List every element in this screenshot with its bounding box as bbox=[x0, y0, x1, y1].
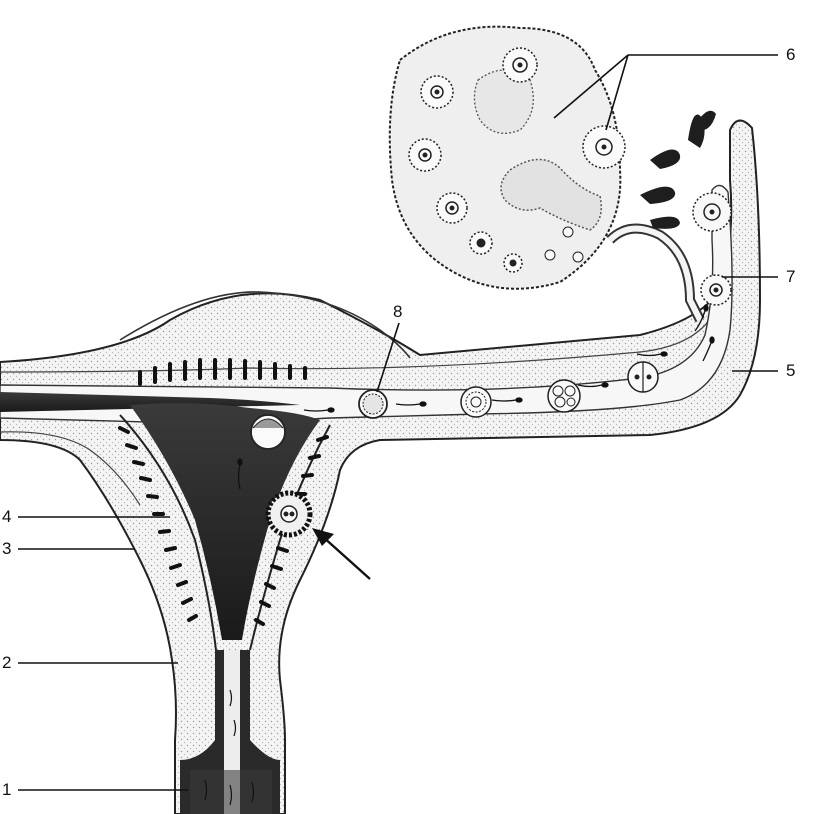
follicle bbox=[470, 232, 492, 254]
label-5: 5 bbox=[786, 362, 795, 379]
blastocyst bbox=[251, 415, 285, 449]
follicle bbox=[504, 254, 522, 272]
follicle bbox=[503, 48, 537, 82]
label-4: 4 bbox=[2, 508, 11, 525]
leader-line-6c bbox=[606, 55, 628, 130]
morula bbox=[461, 387, 491, 417]
follicle bbox=[421, 76, 453, 108]
tube-lumen bbox=[0, 185, 732, 425]
implanting-blastocyst bbox=[268, 493, 310, 535]
follicle bbox=[583, 126, 625, 168]
label-6: 6 bbox=[786, 46, 795, 63]
two-cell-stage bbox=[628, 362, 658, 392]
label-8: 8 bbox=[393, 303, 402, 320]
label-2: 2 bbox=[2, 654, 11, 671]
uterus-outer-wall bbox=[0, 120, 760, 814]
implantation-arrow bbox=[312, 528, 370, 579]
label-7: 7 bbox=[786, 268, 795, 285]
ovary bbox=[390, 27, 700, 320]
four-cell-stage bbox=[548, 380, 580, 412]
early-blastocyst bbox=[359, 390, 387, 418]
label-3: 3 bbox=[2, 540, 11, 557]
label-1: 1 bbox=[2, 781, 11, 798]
follicle bbox=[437, 193, 467, 223]
follicle bbox=[409, 139, 441, 171]
